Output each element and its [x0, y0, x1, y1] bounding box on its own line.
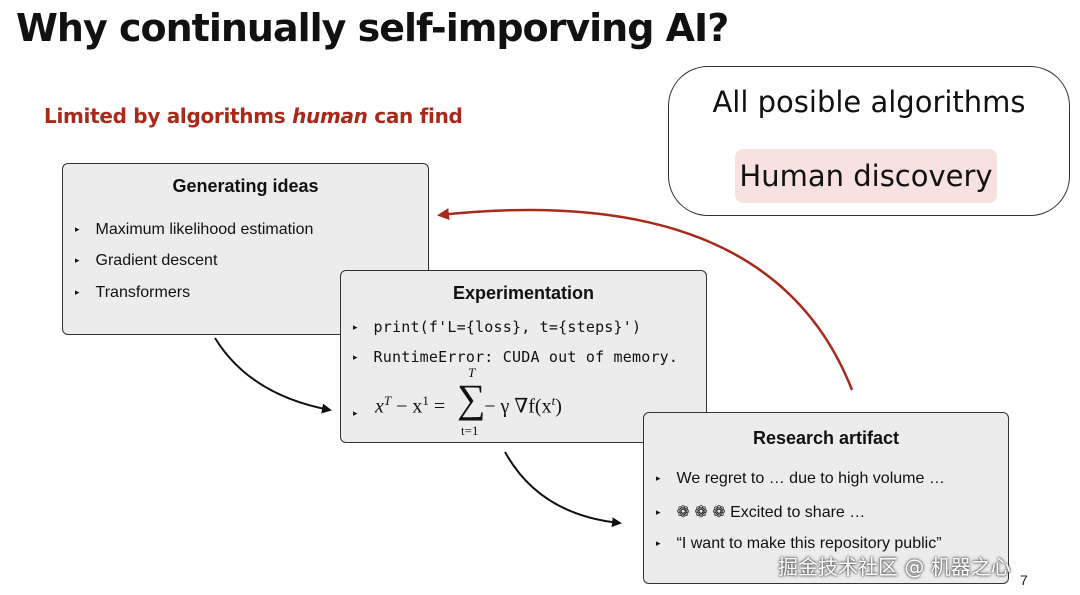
bullet-icon: ▸ — [656, 473, 661, 484]
list-item: ▸print(f'L={loss}, t={steps}') — [353, 318, 642, 336]
human-discovery-pill: Human discovery — [735, 149, 997, 203]
sum-upper-limit: T — [468, 365, 476, 380]
slide-title: Why continually self-imporving AI? — [16, 6, 729, 50]
list-item: ▸RuntimeError: CUDA out of memory. — [353, 348, 679, 366]
arrow-artifact-to-ideas — [437, 208, 854, 391]
watermark: 掘金技术社区 @ 机器之心 — [778, 555, 1011, 579]
list-item: ▸❁ ❁ ❁ Excited to share … — [656, 504, 866, 521]
bullet-icon: ▸ — [656, 507, 661, 518]
card-title: Research artifact — [752, 428, 900, 448]
all-algorithms-title: All posible algorithms — [712, 85, 1026, 119]
bullet-icon: ▸ — [75, 224, 80, 235]
list-item: ▸We regret to … due to high volume … — [656, 470, 945, 487]
page-number: 7 — [1020, 572, 1028, 588]
card-title: Generating ideas — [172, 176, 319, 196]
arrow-ideas-to-experimentation — [214, 337, 332, 414]
card-title: Experimentation — [452, 283, 595, 303]
bullet-icon: ▸ — [656, 538, 661, 549]
card-research-artifact: Research artifact ▸We regret to … due to… — [643, 412, 1009, 584]
list-item: ▸Maximum likelihood estimation — [75, 221, 314, 238]
list-item: ▸Gradient descent — [75, 252, 218, 269]
bullet-icon: ▸ — [75, 287, 80, 298]
bullet-icon: ▸ — [75, 255, 80, 266]
bullet-icon: ▸ — [353, 322, 358, 333]
sum-lower-limit: t=1 — [461, 423, 479, 438]
bullet-icon: ▸ — [353, 352, 358, 363]
bullet-icon: ▸ — [353, 408, 358, 419]
all-algorithms-box: All posible algorithms Human discovery — [668, 66, 1070, 216]
slide-subtitle: Limited by algorithms human can find — [44, 104, 463, 128]
list-item: ▸ — [353, 405, 374, 423]
update-formula: xT − x1 = − γ ∇f(xt) ∑ T t=1 — [375, 365, 562, 438]
sigma-symbol: ∑ — [457, 376, 486, 421]
arrow-experimentation-to-artifact — [504, 451, 622, 528]
list-item: ▸Transformers — [75, 284, 191, 301]
list-item: ▸“I want to make this repository public” — [656, 535, 942, 552]
